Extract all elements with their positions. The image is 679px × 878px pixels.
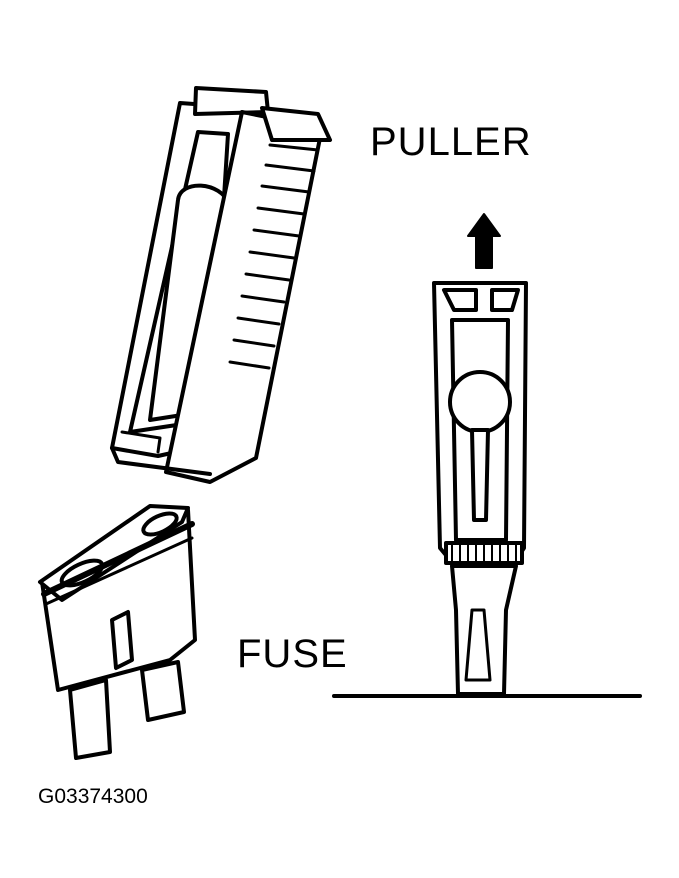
puller-right-cap [260, 106, 332, 142]
up-arrow-icon [467, 213, 501, 269]
fuse-puller-tool [110, 86, 332, 484]
figure-code: G03374300 [38, 785, 148, 808]
fuse-marking-right [141, 511, 179, 537]
puller-grip-ribs [228, 143, 320, 370]
fuse-blade-right [140, 660, 186, 722]
puller-left-cap [193, 86, 270, 116]
puller-label: PULLER [370, 120, 532, 164]
fuse-window [110, 610, 134, 670]
puller-extracting-fuse [332, 281, 642, 698]
puller-grip-hole [448, 370, 512, 434]
fuse-label: FUSE [237, 632, 348, 676]
fuse-blade-left [68, 678, 112, 760]
blade-fuse [38, 504, 197, 760]
